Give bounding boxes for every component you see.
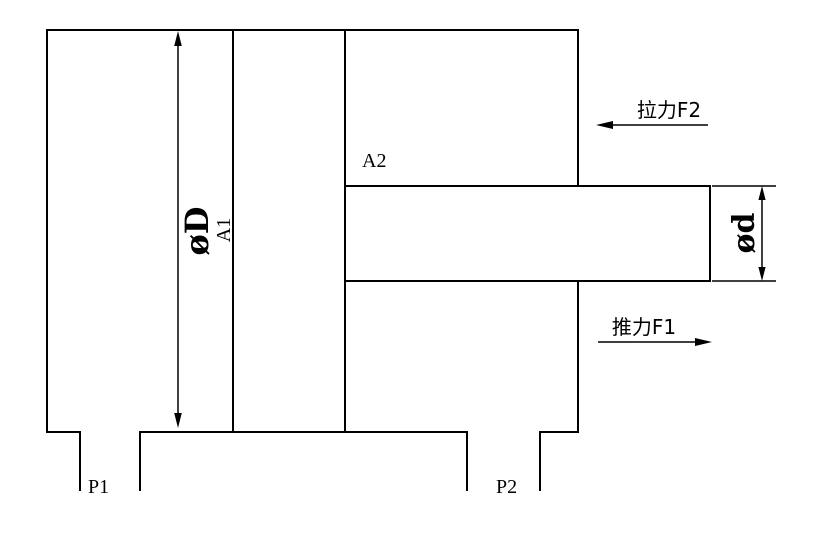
pull-force-label: 拉力F2	[637, 98, 701, 122]
dimension-lines	[177, 36, 776, 423]
rod-dim-arrow-down-icon	[758, 267, 766, 281]
rod-dim-arrow-up-icon	[758, 186, 766, 200]
cylinder-body	[46, 29, 711, 491]
arrowheads	[174, 31, 766, 428]
push-force-arrowhead-icon	[695, 338, 712, 346]
rod-diameter-label: ød	[727, 212, 762, 253]
labels: øD A1 A2 ød 拉力F2 推力F1 P1 P2	[88, 98, 762, 498]
annulus-area-label: A2	[362, 150, 386, 172]
bore-dim-arrow-up-icon	[174, 31, 182, 46]
pull-force-arrowhead-icon	[596, 121, 613, 129]
push-force-label: 推力F1	[612, 315, 676, 339]
bore-dim-arrow-down-icon	[174, 413, 182, 428]
port1-label: P1	[88, 476, 109, 498]
bore-diameter-label: øD	[178, 206, 216, 255]
piston-area-label: A1	[213, 218, 235, 242]
port2-label: P2	[496, 476, 517, 498]
